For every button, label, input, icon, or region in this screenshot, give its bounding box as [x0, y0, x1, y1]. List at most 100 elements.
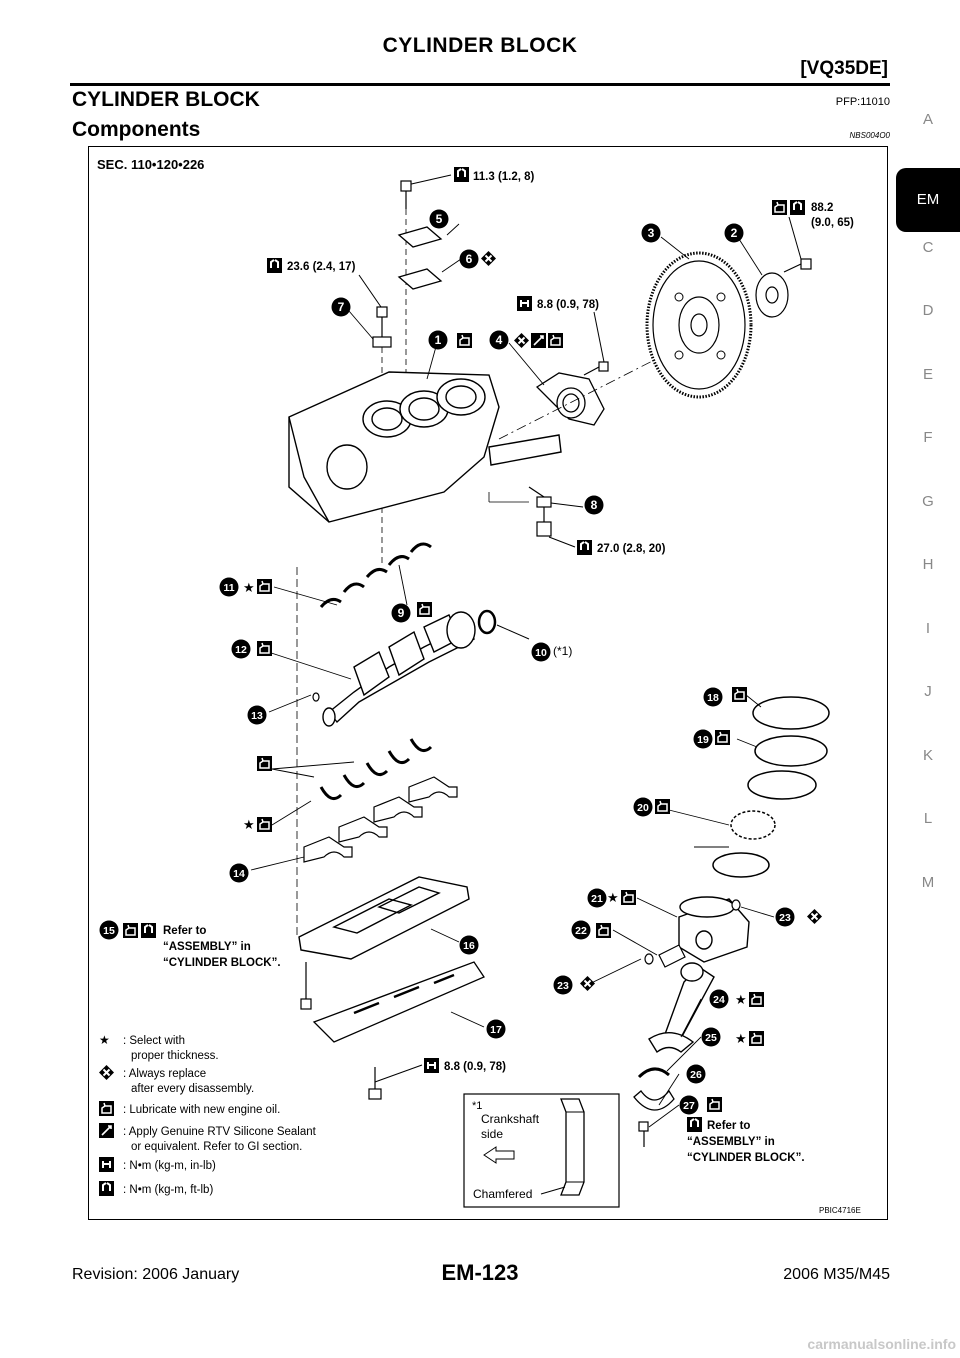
inset-side: side	[481, 1127, 503, 1141]
callout-26-label: 26	[690, 1069, 702, 1081]
callout-27-badge	[679, 1095, 699, 1115]
header-rule	[70, 83, 890, 86]
con-rod-bearing-part	[637, 1067, 670, 1079]
inset-note: *1	[472, 1100, 482, 1112]
tab-e[interactable]: E	[922, 365, 933, 383]
subsection-title: Components	[72, 118, 201, 141]
callout-26-badge	[686, 1064, 706, 1084]
select-star-icon: ★	[243, 817, 255, 832]
bolt-part	[368, 1067, 382, 1100]
callout-17-badge	[486, 1019, 506, 1039]
callout-2-label: 2	[731, 226, 738, 240]
callout-12-badge	[231, 639, 251, 659]
oil-icon	[547, 332, 564, 349]
gasket-part	[397, 226, 443, 248]
callout-10-note: (*1)	[553, 644, 572, 658]
reference-code: NBS004O0	[849, 131, 890, 140]
tab-m[interactable]: M	[921, 873, 935, 891]
callout-12-label: 12	[235, 644, 247, 656]
select-star-icon: ★	[607, 890, 619, 905]
tab-g[interactable]: G	[922, 492, 934, 510]
sec-label: SEC. 110•120•226	[97, 157, 204, 172]
drain-plug-part	[488, 486, 552, 537]
gasket-part	[397, 268, 443, 290]
torque-ft-lb-icon	[98, 1180, 115, 1197]
oil-icon	[122, 922, 139, 939]
inset-chamfered: Chamfered	[473, 1187, 532, 1201]
callout-14-badge	[229, 863, 249, 883]
plug-part	[312, 692, 320, 702]
legend-line-4: after every disassembly.	[131, 1083, 254, 1095]
pfp-code: PFP:11010	[835, 96, 890, 108]
chamfer-inset: *1 Crankshaft side Chamfered	[463, 1093, 620, 1208]
oil-icon	[98, 1100, 115, 1117]
oil-icon	[748, 1030, 765, 1047]
con-rod-cap-part	[633, 1089, 675, 1111]
tab-em[interactable]: EM	[896, 167, 960, 232]
refer-right-line-1: Refer to	[707, 1120, 750, 1132]
main-bearing-cap-part	[303, 776, 458, 863]
tab-j[interactable]: J	[924, 683, 932, 700]
main-bearing-upper-part	[319, 542, 432, 608]
leader-lines	[250, 223, 775, 1128]
legend-line-5: : Lubricate with new engine oil.	[123, 1104, 280, 1116]
callout-25-label: 25	[705, 1032, 717, 1044]
callout-6-label: 6	[466, 252, 473, 266]
callout-1-label: 1	[435, 333, 442, 347]
torque-icon	[140, 922, 157, 939]
refer-right-line-3: “CYLINDER BLOCK”.	[687, 1152, 805, 1164]
oil-seal-part	[535, 372, 605, 426]
torque-label-2a: 88.2	[811, 202, 833, 214]
callout-19-label: 19	[697, 734, 709, 746]
tab-l[interactable]: L	[923, 810, 933, 827]
callout-20-label: 20	[637, 802, 649, 814]
replace-icon	[579, 975, 596, 992]
callout-11-label: 11	[223, 582, 234, 594]
callout-21-label: 21	[591, 893, 603, 905]
callout-23-badge	[775, 907, 795, 927]
connecting-rod-part	[648, 962, 715, 1054]
callout-3-badge	[641, 223, 661, 243]
callout-2-badge	[724, 223, 744, 243]
tab-d[interactable]: D	[922, 302, 934, 319]
replace-icon	[480, 250, 497, 267]
callout-23-badge	[553, 975, 573, 995]
callout-7-badge	[331, 297, 351, 317]
bearing-section-icon	[560, 1098, 585, 1196]
callout-18-label: 18	[707, 692, 719, 704]
callout-13-badge	[247, 705, 267, 725]
tab-c[interactable]: C	[922, 238, 934, 256]
drive-plate-part	[645, 251, 753, 399]
torque-label-5: 27.0 (2.8, 20)	[597, 543, 666, 555]
tab-i[interactable]: I	[925, 619, 931, 637]
callout-22-label: 22	[575, 925, 587, 937]
callout-badges: 1234567891011121314151617181920212223242…	[99, 209, 795, 1115]
section-title: CYLINDER BLOCK	[72, 88, 260, 111]
tab-a[interactable]: A	[922, 111, 933, 128]
oil-icon	[771, 199, 788, 216]
tab-k[interactable]: K	[922, 746, 933, 764]
callout-5-badge	[429, 209, 449, 229]
footer-revision: Revision: 2006 January	[72, 1266, 240, 1283]
replace-icon	[513, 332, 530, 349]
oil-icon	[256, 755, 273, 772]
torque-label-4: 8.8 (0.9, 78)	[537, 299, 599, 311]
legend-line-1: : Select with	[123, 1035, 185, 1047]
tab-h[interactable]: H	[922, 556, 934, 573]
oil-icon	[256, 816, 273, 833]
torque-label-1: 11.3 (1.2, 8)	[473, 171, 535, 183]
component-diagram: SEC. 110•120•226 11.3 (1.2, 8) 88.2 (9.0…	[97, 157, 861, 1215]
torque-icon	[453, 166, 470, 183]
oil-icon	[456, 332, 473, 349]
callout-6-badge	[459, 249, 479, 269]
callout-22-badge	[571, 920, 591, 940]
callout-5-label: 5	[436, 212, 443, 226]
oil-icon	[731, 686, 748, 703]
snap-ring-part	[644, 953, 654, 965]
callout-8-label: 8	[591, 498, 598, 512]
cylinder-block-part	[288, 371, 562, 523]
torque-icon	[423, 1057, 440, 1074]
lower-cylinder-block-part	[298, 876, 470, 960]
oil-icon	[706, 1096, 723, 1113]
tab-f[interactable]: F	[923, 429, 933, 446]
